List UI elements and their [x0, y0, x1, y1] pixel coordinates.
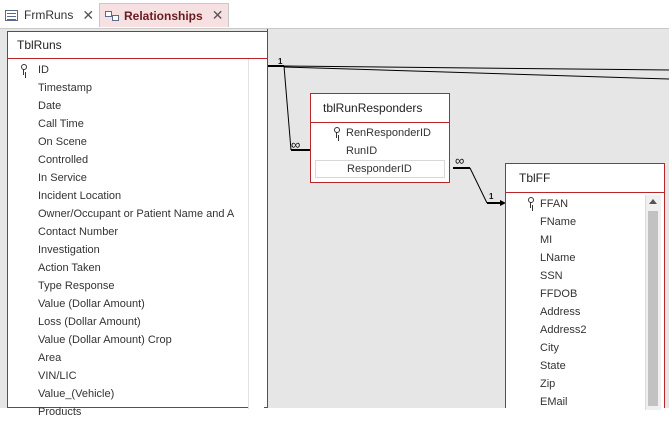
table-title[interactable]: TblFF: [506, 164, 664, 193]
list-item[interactable]: ResponderID: [315, 160, 445, 178]
list-item[interactable]: Investigation: [38, 244, 100, 256]
list-item[interactable]: Address2: [540, 324, 587, 336]
list-item[interactable]: Action Taken: [38, 262, 101, 274]
tab-label-frmruns: FrmRuns: [24, 8, 74, 22]
list-item[interactable]: Controlled: [38, 154, 89, 166]
table-tblff[interactable]: TblFF FFAN FName MI LName SSN FFDOB Addr…: [505, 163, 665, 410]
list-item[interactable]: FName: [540, 216, 577, 228]
list-item[interactable]: Timestamp: [38, 82, 92, 94]
relationship-line-runs-offscreen: [283, 65, 669, 71]
vertical-scrollbar[interactable]: [645, 195, 661, 410]
one-side-label: 1: [489, 192, 494, 201]
primary-key-icon: [20, 64, 28, 75]
list-item[interactable]: RunID: [346, 145, 378, 157]
tab-label-relationships: Relationships: [124, 8, 203, 23]
field-list[interactable]: RenResponderID RunID ResponderID: [311, 123, 449, 178]
list-item[interactable]: FFDOB: [540, 288, 578, 300]
tab-relationships[interactable]: Relationships ✕: [99, 3, 229, 27]
list-item[interactable]: RenResponderID: [311, 124, 449, 142]
list-item[interactable]: Owner/Occupant or Patient Name and A: [38, 208, 235, 220]
table-tblrunresponders[interactable]: tblRunResponders RenResponderID RunID Re…: [310, 93, 450, 183]
list-item[interactable]: Value (Dollar Amount) Crop: [38, 334, 172, 346]
list-item[interactable]: Area: [38, 352, 62, 364]
relationship-lines: [268, 65, 669, 206]
list-item[interactable]: LName: [540, 252, 576, 264]
relationship-line-runs-offscreen: [283, 66, 669, 80]
list-item[interactable]: Zip: [540, 378, 556, 390]
list-item[interactable]: Type Response: [38, 280, 115, 292]
primary-key-icon: [527, 197, 535, 208]
scroll-up-icon[interactable]: [649, 199, 657, 204]
many-side-label: ∞: [291, 137, 301, 152]
close-icon[interactable]: ✕: [82, 6, 95, 23]
table-title[interactable]: TblRuns: [8, 31, 267, 59]
list-item[interactable]: State: [540, 360, 566, 372]
one-side-label: 1: [278, 57, 283, 66]
list-item[interactable]: MI: [540, 234, 553, 246]
list-item[interactable]: Date: [38, 100, 62, 112]
field-list[interactable]: ID Timestamp Date Call Time On Scene Con…: [8, 59, 267, 418]
list-item[interactable]: Incident Location: [38, 190, 122, 202]
list-item[interactable]: Products: [38, 406, 82, 418]
list-item[interactable]: FFAN: [506, 195, 664, 213]
list-item[interactable]: Address: [540, 306, 581, 318]
list-item[interactable]: Call Time: [38, 118, 84, 130]
tab-frmruns[interactable]: FrmRuns ✕: [0, 3, 98, 27]
vertical-scrollbar[interactable]: [248, 59, 264, 409]
table-title[interactable]: tblRunResponders: [311, 94, 449, 123]
relationship-line-responders-ff: [469, 167, 488, 204]
list-item[interactable]: Value (Dollar Amount): [38, 298, 145, 310]
document-tab-strip: FrmRuns ✕ Relationships ✕: [0, 0, 669, 29]
pane-divider: [267, 29, 268, 408]
list-item[interactable]: Loss (Dollar Amount): [38, 316, 141, 328]
table-tblruns[interactable]: TblRuns ID Timestamp Date Call Time On S…: [7, 31, 267, 418]
list-item[interactable]: In Service: [38, 172, 87, 184]
list-item[interactable]: City: [540, 342, 559, 354]
list-item[interactable]: SSN: [540, 270, 563, 282]
form-icon: [5, 9, 18, 21]
relationship-line-runs-responders: [283, 65, 292, 151]
scroll-thumb[interactable]: [648, 211, 658, 406]
list-item[interactable]: VIN/LIC: [38, 370, 77, 382]
arrow-icon: [500, 200, 506, 206]
many-side-label: ∞: [455, 153, 465, 168]
list-item[interactable]: On Scene: [38, 136, 87, 148]
list-item[interactable]: EMail: [540, 396, 568, 408]
list-item[interactable]: ID: [8, 61, 267, 79]
list-item[interactable]: Value_(Vehicle): [38, 388, 115, 400]
field-list[interactable]: FFAN FName MI LName SSN FFDOB Address Ad…: [506, 193, 664, 410]
relationships-icon: [105, 10, 119, 21]
list-item[interactable]: Contact Number: [38, 226, 119, 238]
primary-key-icon: [333, 127, 341, 138]
close-icon[interactable]: ✕: [211, 7, 224, 23]
